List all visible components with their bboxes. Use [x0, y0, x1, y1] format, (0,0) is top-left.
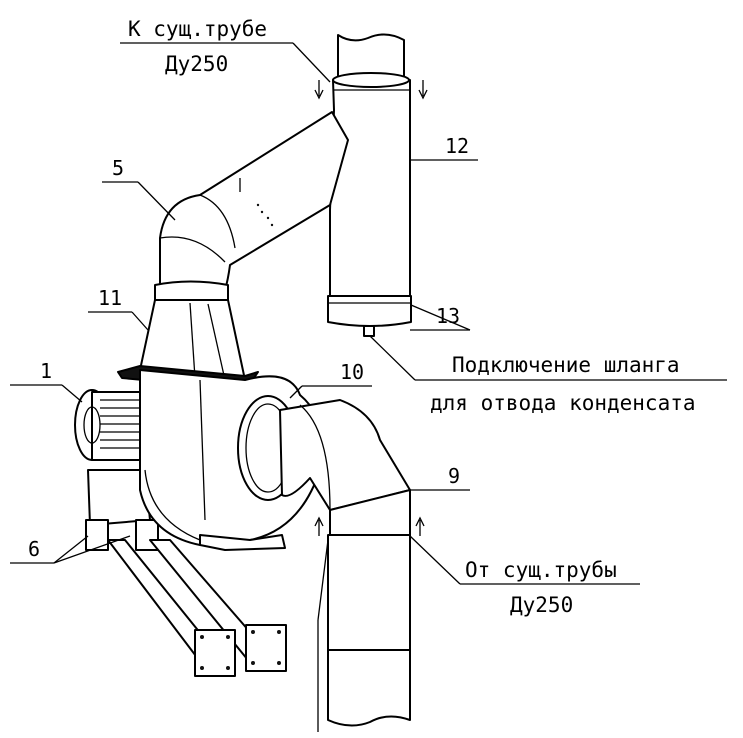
inlet-pipe-9	[317, 489, 411, 732]
outlet-flange-10	[237, 395, 411, 511]
label-from-pipe-size: Ду250	[510, 593, 573, 617]
callout-10: 10	[340, 360, 364, 384]
label-to-existing-pipe: К сущ.трубе	[128, 17, 267, 41]
motor-base	[85, 469, 159, 551]
pipe-cap-13	[327, 295, 412, 337]
callout-6: 6	[28, 537, 40, 561]
vertical-pipe-12	[329, 72, 411, 297]
callout-13: 13	[436, 304, 460, 328]
callout-1: 1	[40, 359, 52, 383]
label-to-pipe-size: Ду250	[165, 52, 228, 76]
flow-arrows	[314, 80, 428, 536]
leader-lines	[10, 42, 727, 585]
wall-brackets	[107, 539, 287, 677]
callout-9: 9	[448, 464, 460, 488]
label-hose-line2: для отвода конденсата	[430, 391, 696, 415]
motor-1	[74, 389, 145, 461]
label-from-existing-pipe: От сущ.трубы	[465, 558, 617, 582]
callout-5: 5	[112, 156, 124, 180]
elbow-duct-5	[159, 111, 349, 291]
label-hose-line1: Подключение шланга	[452, 353, 680, 377]
callout-11: 11	[98, 286, 122, 310]
existing-pipe-top	[337, 33, 405, 79]
callout-12: 12	[445, 134, 469, 158]
